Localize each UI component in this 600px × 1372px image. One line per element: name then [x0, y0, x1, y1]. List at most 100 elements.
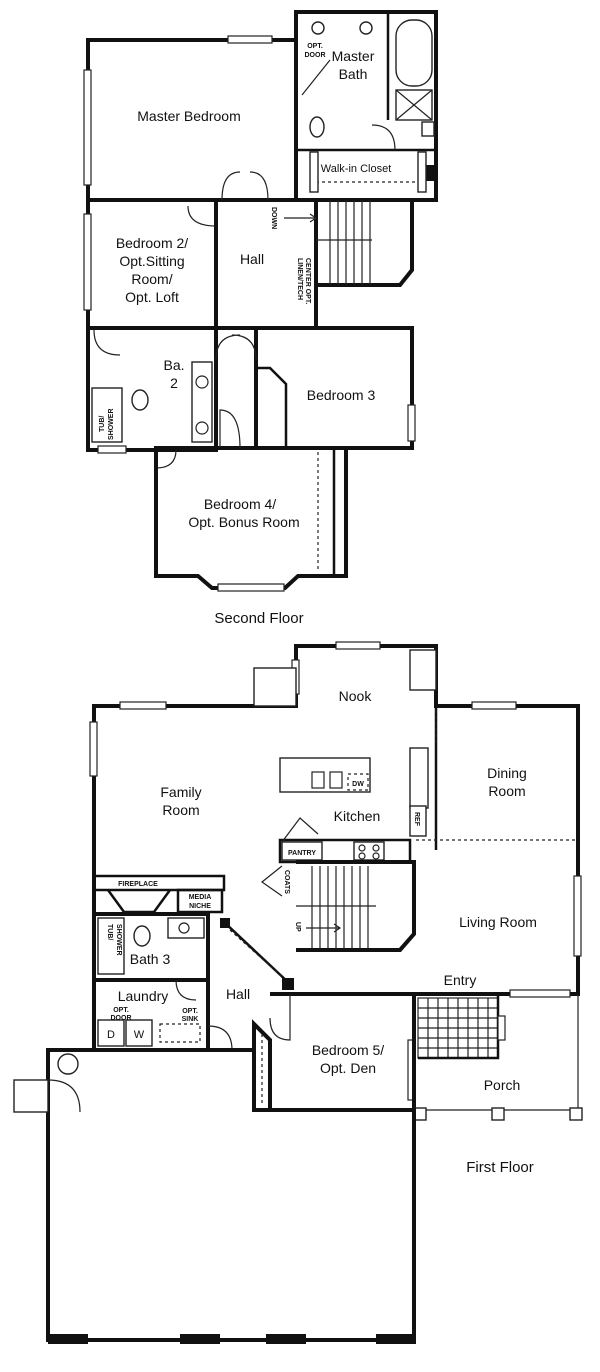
- porch-column: [569, 1107, 583, 1121]
- room-label-master-bath: Master: [332, 48, 375, 64]
- label-down: DOWN: [270, 207, 277, 229]
- label-media-niche: NICHE: [189, 903, 211, 910]
- cabinet: [421, 121, 435, 137]
- sink-icon: [359, 21, 373, 35]
- label-opt-door: OPT.: [113, 1007, 129, 1014]
- room-label-bedroom-4: Opt. Bonus Room: [188, 514, 299, 530]
- window: [227, 35, 273, 44]
- bedroom-3-walls: [254, 326, 414, 450]
- room-label-dining: Dining: [487, 765, 527, 781]
- kitchen-island: [279, 757, 371, 793]
- column: [424, 165, 434, 181]
- label-tub-shower: SHOWER: [115, 924, 122, 956]
- label-up: UP: [294, 922, 301, 932]
- room-label-bedroom-2: Room/: [131, 271, 172, 287]
- window: [471, 701, 517, 710]
- room-label-porch: Porch: [484, 1077, 521, 1093]
- room-label-living: Living Room: [459, 914, 537, 930]
- stairs-icon: [316, 200, 372, 285]
- toilet-icon: [133, 925, 151, 947]
- dryer: [97, 1019, 125, 1047]
- window: [89, 721, 98, 777]
- label-dishwasher: DW: [352, 781, 364, 788]
- room-label-bedroom-2: Bedroom 2/: [116, 235, 188, 251]
- toilet-icon: [309, 116, 325, 138]
- bathtub-icon: [97, 917, 125, 975]
- room-label-bedroom-2: Opt. Loft: [125, 289, 179, 305]
- second-floor-plan: Master Bedroom Master Bath OPT. DOOR Wal…: [83, 10, 438, 627]
- label-opt-door: DOOR: [111, 1015, 132, 1022]
- first-floor-plan: Nook Dining Room Family Room Kitchen DW …: [13, 641, 583, 1344]
- bathtub-icon: [91, 387, 123, 443]
- room-label-bedroom-3: Bedroom 3: [307, 387, 376, 403]
- room-label-hall: Hall: [226, 986, 250, 1002]
- water-heater: [57, 1053, 79, 1075]
- room-label-bedroom-2: Opt.Sitting: [119, 253, 184, 269]
- label-opt-door: DOOR: [305, 52, 326, 59]
- stair-walls: [296, 860, 416, 952]
- caption-second-floor: Second Floor: [214, 610, 303, 627]
- garage-walls: [46, 1048, 416, 1342]
- room-label-master-bedroom: Master Bedroom: [137, 108, 240, 124]
- label-refrigerator: REF: [413, 812, 420, 827]
- room-label-family: Family: [160, 784, 201, 800]
- bedroom-4-walls: [154, 446, 348, 590]
- label-pantry: PANTRY: [288, 850, 316, 857]
- room-label-bedroom-5: Bedroom 5/: [312, 1042, 384, 1058]
- label-coats: COATS: [283, 870, 290, 894]
- window: [509, 989, 571, 998]
- label-tub-shower: SHOWER: [108, 409, 115, 441]
- opt-sink: [159, 1023, 201, 1043]
- label-linen: LINEN/TECH: [296, 258, 303, 300]
- window: [335, 641, 381, 650]
- room-label-laundry: Laundry: [118, 988, 169, 1004]
- room-label-master-bath: Bath: [339, 66, 368, 82]
- caption-first-floor: First Floor: [466, 1159, 534, 1176]
- room-label-entry: Entry: [444, 972, 477, 988]
- room-label-bath-2: Ba.: [163, 357, 184, 373]
- label-tub-shower: TUB/: [106, 924, 113, 940]
- label-dryer: D: [107, 1029, 115, 1041]
- stair-walls: [316, 198, 414, 287]
- window: [97, 445, 127, 454]
- window: [407, 404, 416, 442]
- stairs-icon: [296, 866, 376, 948]
- vanity: [191, 361, 213, 443]
- porch-column: [491, 1107, 505, 1121]
- garage-side-door: [13, 1079, 49, 1113]
- label-washer: W: [134, 1029, 145, 1041]
- fireplace: [106, 889, 172, 914]
- room-label-bedroom-5: Opt. Den: [320, 1060, 376, 1076]
- window: [217, 583, 285, 592]
- window: [119, 701, 167, 710]
- room-label-family: Room: [162, 802, 199, 818]
- room-label-nook: Nook: [339, 688, 373, 704]
- sink-icon: [311, 21, 325, 35]
- room-label-bath-2: 2: [170, 375, 178, 391]
- label-opt-door: OPT.: [307, 43, 323, 50]
- room-label-bedroom-4: Bedroom 4/: [204, 496, 276, 512]
- bathtub-icon: [395, 19, 433, 87]
- window: [83, 213, 92, 311]
- label-fireplace: FIREPLACE: [118, 881, 158, 888]
- label-tub-shower: TUB/: [99, 416, 106, 432]
- refrigerator: [409, 805, 427, 837]
- window: [83, 69, 92, 186]
- label-media-niche: MEDIA: [189, 894, 212, 901]
- window: [573, 875, 582, 957]
- window: [497, 1015, 506, 1041]
- vanity: [167, 917, 205, 939]
- room-label-walk-in-closet: Walk-in Closet: [321, 163, 392, 175]
- fireplace-band: [92, 874, 226, 892]
- washer: [125, 1019, 153, 1047]
- entry-tile-grid: [417, 997, 499, 1059]
- room-label-hall: Hall: [240, 251, 264, 267]
- bath-2-walls: [86, 326, 218, 452]
- toilet-icon: [131, 389, 149, 411]
- bay-box: [253, 667, 297, 707]
- cooktop-icon: [353, 841, 385, 861]
- label-opt-sink: SINK: [182, 1016, 199, 1023]
- label-linen: CENTER OPT.: [304, 258, 311, 304]
- room-label-bath-3: Bath 3: [130, 951, 171, 967]
